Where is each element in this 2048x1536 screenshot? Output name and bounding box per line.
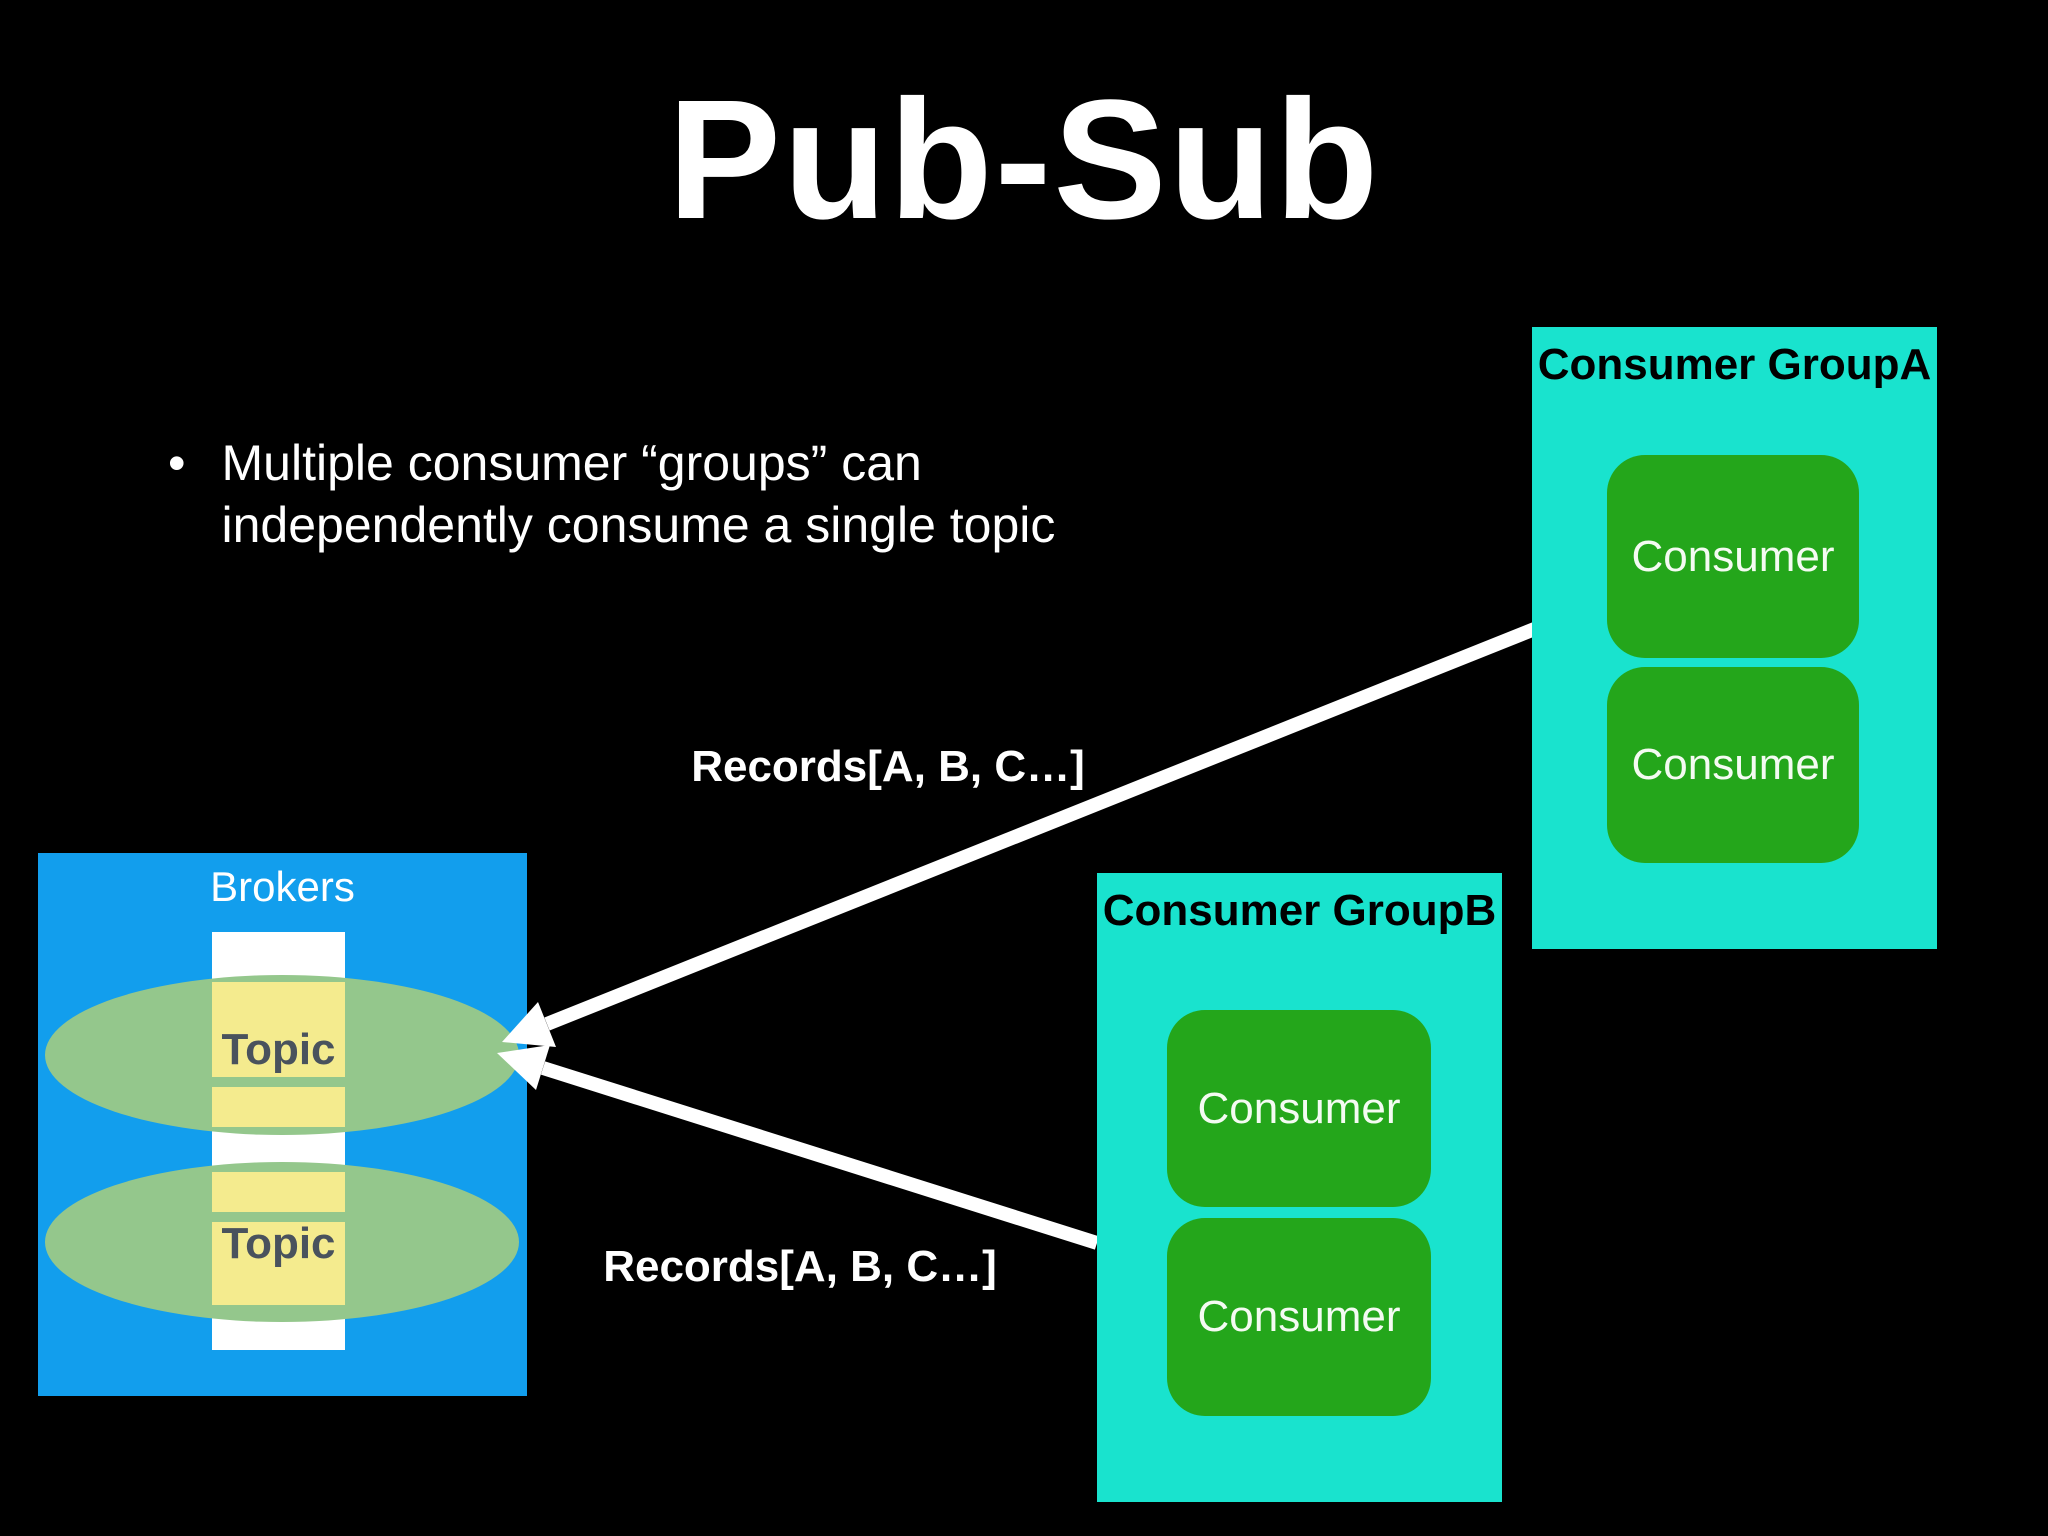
brokers-box: Brokers Topic Topic [38,853,527,1396]
partition-segment [212,982,345,1077]
consumer-box: Consumer [1607,455,1859,658]
bullet-text: Multiple consumer “groups” can independe… [222,432,1056,556]
consumer-group-a-label: Consumer GroupA [1537,340,1932,389]
consumer-box: Consumer [1607,667,1859,863]
bullet-line-1: Multiple consumer “groups” can [221,435,922,491]
partition-segment [212,1222,345,1305]
topic-label: Topic [221,1025,336,1074]
consumer-group-b-box: Consumer GroupB Consumer Consumer [1097,873,1502,1502]
bullet-line-2: independently consume a single topic [221,497,1056,553]
consumer-group-b-label: Consumer GroupB [1102,886,1497,935]
bullet-marker: • [168,435,186,491]
partition-segment [212,1172,345,1212]
brokers-label: Brokers [210,863,355,910]
consumer-box: Consumer [1167,1010,1431,1207]
records-label-a: Records[A, B, C…] [691,742,1085,791]
slide-title: Pub-Sub [667,65,1381,255]
consumer-box: Consumer [1167,1218,1431,1416]
records-label-b: Records[A, B, C…] [603,1242,997,1291]
arrow-groupb-to-brokers [497,1045,1100,1250]
partition-segment [212,1087,345,1127]
bullet-item: • Multiple consumer “groups” can indepen… [168,432,1168,556]
consumer-group-a-box: Consumer GroupA Consumer Consumer [1532,327,1937,949]
topic-label: Topic [221,1219,336,1268]
